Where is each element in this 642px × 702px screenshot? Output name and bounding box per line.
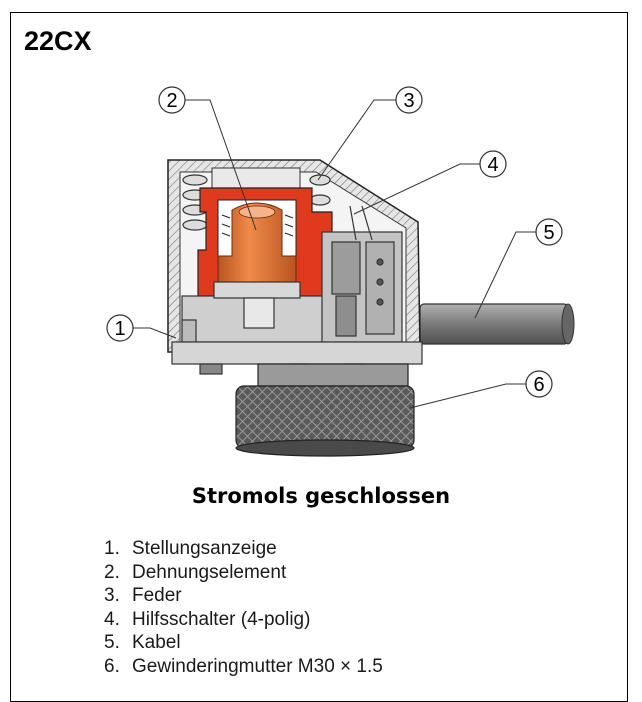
legend-label: Gewinderingmutter M30 × 1.5	[132, 655, 383, 677]
legend-label: Hilfsschalter (4-polig)	[132, 608, 311, 630]
top-cap	[211, 167, 301, 189]
legend-item: 5. Kabel	[104, 631, 383, 655]
callout-2: 2	[158, 86, 186, 114]
svg-text:6: 6	[533, 374, 544, 396]
callout-3: 3	[395, 86, 423, 114]
legend-item: 4. Hilfsschalter (4-polig)	[104, 608, 383, 632]
actuator-cross-section-diagram: 1 2 3 4 5 6	[106, 86, 575, 457]
svg-text:5: 5	[543, 222, 554, 244]
callout-5: 5	[535, 218, 563, 246]
diagram-caption: Stromols geschlossen	[191, 484, 451, 508]
legend-item: 3. Feder	[104, 584, 383, 608]
legend-label: Feder	[132, 585, 182, 606]
expansion-element	[197, 187, 333, 297]
callout-1: 1	[106, 314, 134, 342]
callout-6: 6	[525, 370, 553, 398]
svg-text:1: 1	[114, 318, 125, 340]
legend-label: Stellungsanzeige	[132, 538, 277, 559]
lower-body	[181, 281, 333, 343]
callout-4: 4	[479, 150, 507, 178]
ring-nut	[235, 363, 415, 457]
legend-item: 1. Stellungsanzeige	[104, 537, 383, 561]
svg-text:3: 3	[403, 90, 414, 112]
legend-number: 5.	[104, 632, 120, 653]
legend-number: 3.	[104, 585, 120, 606]
legend-number: 6.	[104, 655, 120, 677]
leader-lines	[133, 99, 536, 409]
svg-text:4: 4	[487, 154, 498, 176]
legend-number: 2.	[104, 561, 120, 583]
auxiliary-switch	[321, 205, 403, 343]
legend-item: 6. Gewinderingmutter M30 × 1.5	[104, 655, 383, 679]
legend-number: 1.	[104, 538, 120, 559]
svg-text:2: 2	[166, 90, 177, 112]
legend-item: 2. Dehnungselement	[104, 561, 383, 585]
legend-number: 4.	[104, 608, 120, 630]
parts-legend: 1. Stellungsanzeige 2. Dehnungselement 3. F…	[104, 537, 383, 678]
legend-label: Kabel	[132, 632, 181, 653]
legend-label: Dehnungselement	[132, 561, 287, 583]
cable	[419, 303, 575, 345]
page-title: 22CX	[24, 26, 92, 56]
